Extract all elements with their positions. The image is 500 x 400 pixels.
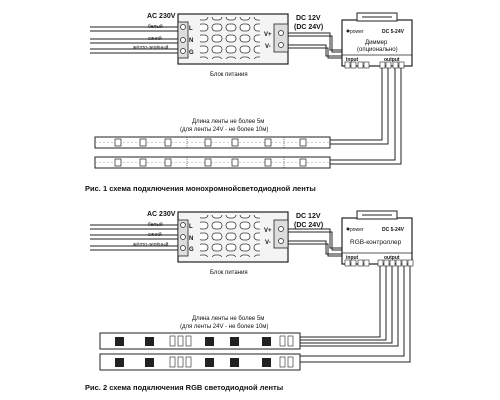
ac-input-label: AC 230V [147, 211, 176, 218]
psu-caption: Блок питания [210, 72, 248, 78]
dc-output-label: DC 12V [296, 213, 321, 220]
strip-wires [330, 68, 402, 165]
terminal-l: L [189, 26, 193, 32]
wire-label-blue: синий [148, 231, 162, 238]
terminal-n: N [189, 38, 193, 44]
controller-output-label: output [384, 57, 400, 63]
controller-output-label: output [384, 255, 400, 261]
strip-length-note-24v: (для ленты 24V - не более 10м) [180, 324, 268, 330]
dc-output-label-alt: (DC 24V) [294, 24, 323, 31]
controller-voltage-label: DC 5-24V [382, 227, 405, 233]
figure-2: AC 230V белый синий жёлто-зелёный L N G … [85, 210, 414, 392]
controller-terminals [344, 61, 405, 69]
controller-input-label: input [346, 255, 359, 261]
dimmer-controller [341, 12, 413, 67]
terminal-vminus: V- [265, 240, 271, 246]
wire-label-white: белый [148, 23, 163, 30]
terminal-vplus: V+ [264, 228, 272, 234]
wire-label-ground: жёлто-зелёный [133, 44, 169, 51]
controller-name-note: (опционально) [357, 47, 398, 53]
figure-2-caption: Рис. 2 схема подключения RGB светодиодно… [85, 383, 283, 392]
strip-length-note-24v: (для ленты 24V - не более 10м) [180, 127, 268, 133]
led-strip-1 [94, 136, 331, 149]
rgb-led-strip-2 [99, 353, 301, 371]
psu-output-terminal-block [273, 23, 289, 53]
strip-length-note: Длина ленты не более 5м [192, 316, 264, 322]
dc-output-label-alt: (DC 24V) [294, 222, 323, 229]
dc-wires [288, 228, 342, 257]
terminal-vminus: V- [265, 44, 271, 50]
rgb-controller [341, 210, 413, 265]
terminal-g: G [189, 247, 194, 253]
terminal-n: N [189, 236, 193, 242]
psu-output-terminal-block [273, 219, 289, 249]
dc-wires [288, 32, 342, 59]
controller-name: Диммер [365, 40, 388, 46]
controller-power-label: power [350, 29, 364, 35]
wire-label-white: белый [148, 221, 163, 228]
figure-1-caption: Рис. 1 схема подключения монохромнойсвет… [85, 184, 316, 193]
strip-length-note: Длина ленты не более 5м [192, 119, 264, 125]
rgb-led-strip-1 [99, 332, 301, 350]
power-supply-unit [177, 211, 289, 263]
led-strip-2 [94, 156, 331, 169]
wire-label-blue: синий [148, 35, 162, 42]
terminal-vplus: V+ [264, 32, 272, 38]
controller-power-label: power [350, 227, 364, 233]
controller-input-label: input [346, 57, 359, 63]
controller-voltage-label: DC 5-24V [382, 29, 405, 35]
strip-wires [300, 266, 411, 363]
ac-input-wires [90, 26, 180, 54]
terminal-g: G [189, 50, 194, 56]
power-supply-unit [177, 13, 289, 65]
wire-label-ground: жёлто-зелёный [133, 241, 169, 248]
ac-input-wires [90, 224, 180, 251]
figure-1: AC 230V белый синий жёлто-зелёный L N G … [85, 12, 413, 193]
controller-terminals [344, 259, 414, 267]
controller-name: RGB-контроллер [350, 239, 402, 246]
psu-caption: Блок питания [210, 270, 248, 276]
terminal-l: L [189, 224, 193, 230]
ac-input-label: AC 230V [147, 13, 176, 20]
dc-output-label: DC 12V [296, 15, 321, 22]
